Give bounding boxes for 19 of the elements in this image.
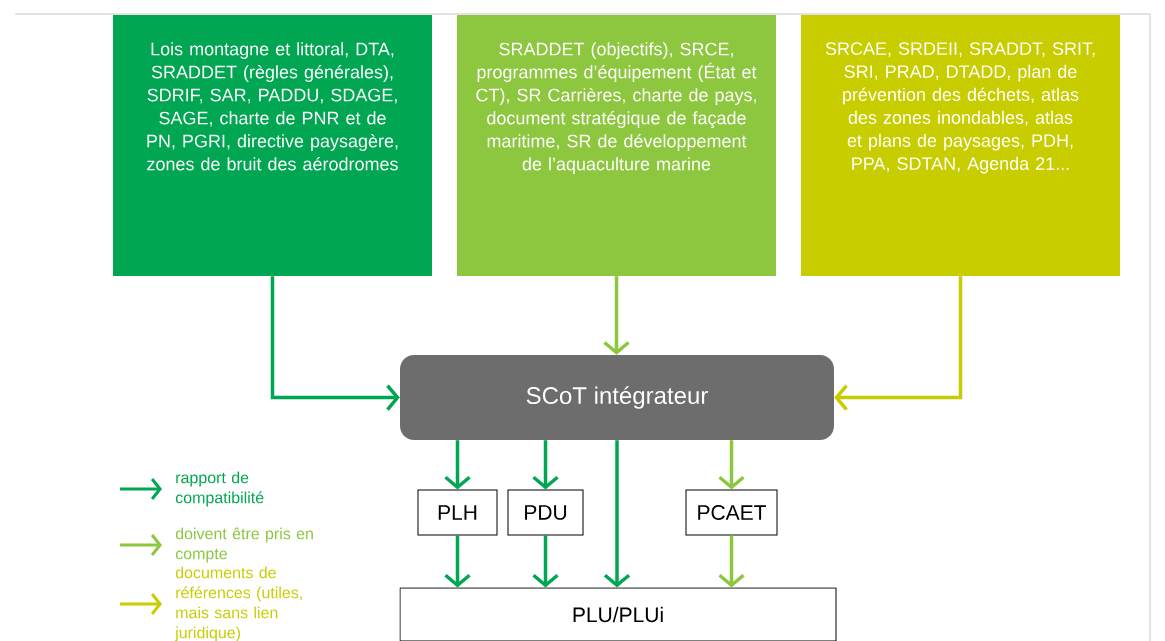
integrator-box: SCoT intégrateur xyxy=(400,355,834,440)
arrow xyxy=(718,535,745,588)
arrow xyxy=(718,440,745,490)
plan-box: PDU xyxy=(507,489,584,536)
legend-text: doivent être pris en compte xyxy=(175,527,313,563)
plan-box: PLU/PLUi xyxy=(399,587,837,641)
plan-box: PCAET xyxy=(685,489,778,536)
document-list-box: Lois montagne et littoral, DTA, SRADDET (règles générales), SDRIF, SAR, PADDU, SDAGE, SAGE, charte de PNR et de PN, PGRI, directive paysagère, zones de bruit des aérodromes xyxy=(113,15,432,276)
arrow xyxy=(603,276,630,355)
document-list-box: SRCAE, SRDEII, SRADDT, SRIT, SRI, PRAD, DTADD, plan de prévention des déchets, atlas des zones inondables, atlas et plans de paysages, PDH, PPA, SDTAN, Agenda 21... xyxy=(801,15,1120,276)
plan-box: PLH xyxy=(417,489,498,536)
document-list-box: SRADDET (objectifs), SRCE, programmes d’équipement (État et CT), SR Carrières, charte de pays, document stratégique de façade maritime, SR de développement de l’aquaculture marine xyxy=(457,15,776,276)
arrow xyxy=(834,276,963,411)
arrow xyxy=(603,440,631,588)
legend-text: documents de références (utiles, mais sans lien juridique) xyxy=(174,566,302,641)
arrow xyxy=(532,440,559,490)
arrow xyxy=(532,535,559,588)
legend-text: rapport de compatibilité xyxy=(175,471,264,507)
arrow xyxy=(270,276,400,411)
